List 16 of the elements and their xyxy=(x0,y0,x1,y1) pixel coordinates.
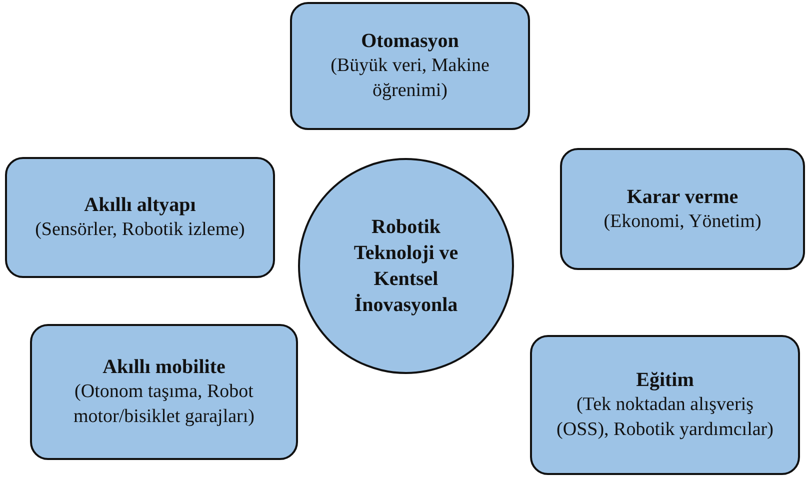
node-heading: Akıllı altyapı xyxy=(84,193,196,218)
node-heading: Otomasyon xyxy=(361,29,459,54)
node-heading: Robotik Teknoloji ve Kentsel İnovasyonla xyxy=(352,215,460,318)
node-text: (Büyük veri, Makine öğrenimi) xyxy=(330,54,490,103)
node-text: (Otonom taşıma, Robot motor/bisiklet garajları) xyxy=(72,380,256,429)
node-text: (Ekonomi, Yönetim) xyxy=(604,210,762,234)
node-heading: Akıllı mobilite xyxy=(102,355,226,380)
topic-box xyxy=(30,324,298,460)
topic-box xyxy=(5,157,275,278)
topic-box xyxy=(530,335,800,475)
node-text: (Tek noktadan alışveriş (OSS), Robotik yardımcılar) xyxy=(556,393,774,442)
topic-box xyxy=(560,148,805,270)
node-heading: Karar verme xyxy=(626,184,738,210)
node-text: (Sensörler, Robotik izleme) xyxy=(35,218,245,242)
node-heading: Eğitim xyxy=(636,368,694,394)
topic-box xyxy=(290,2,530,130)
